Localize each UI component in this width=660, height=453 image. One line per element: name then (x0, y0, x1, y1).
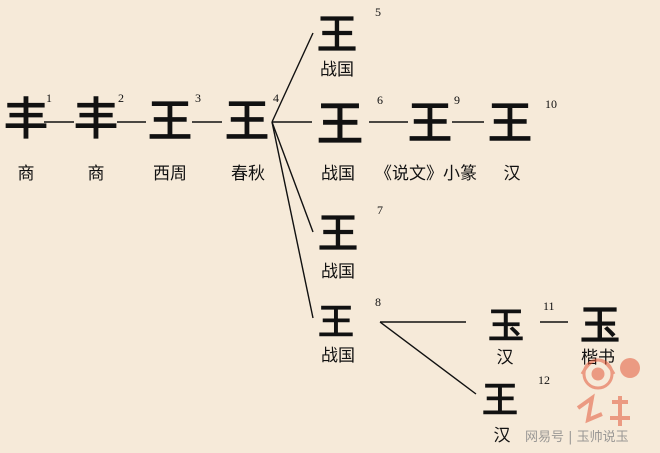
number-7: 7 (377, 203, 383, 217)
label-han-12: 汉 (493, 426, 511, 446)
connector-4-5 (271, 32, 314, 123)
label-chunqiu: 春秋 (231, 164, 265, 184)
connector-8-12 (379, 321, 477, 395)
glyph-10-han: 王 (488, 98, 532, 149)
glyph-5-zhanguo: 王 (317, 11, 357, 58)
label-zhanguo-5: 战国 (320, 60, 354, 80)
number-5: 5 (375, 5, 381, 19)
label-shuowen-xiaozhuan: 《说文》小篆 (375, 164, 477, 184)
number-2: 2 (118, 91, 124, 105)
label-shang-1: 商 (17, 164, 35, 184)
seal-logo-icon (576, 358, 640, 426)
label-zhanguo-6: 战国 (321, 164, 355, 184)
glyph-2-shang: 丰 (74, 94, 118, 145)
number-1: 1 (46, 91, 52, 105)
glyph-3-xizhou: 王 (148, 96, 192, 147)
label-zhanguo-8: 战国 (321, 346, 355, 366)
connector-4-7 (271, 121, 314, 233)
number-6: 6 (377, 93, 383, 107)
glyph-9-shuowen: 王 (408, 98, 452, 149)
label-han-10: 汉 (503, 164, 521, 184)
glyph-12-han: 王 (481, 379, 519, 421)
number-8: 8 (375, 295, 381, 309)
number-12: 12 (538, 373, 550, 387)
glyph-8-zhanguo: 王 (317, 301, 355, 343)
number-4: 4 (273, 91, 279, 105)
label-zhanguo-7: 战国 (321, 262, 355, 282)
glyph-1-shang: 丰 (4, 94, 48, 145)
number-3: 3 (195, 91, 201, 105)
label-shang-2: 商 (87, 164, 105, 184)
glyph-6-zhanguo: 王 (317, 97, 363, 151)
connector-4-8 (271, 121, 314, 319)
number-10: 10 (545, 97, 557, 111)
label-xizhou: 西周 (153, 164, 187, 184)
glyph-11-han: 玉 (487, 305, 525, 347)
label-han-11: 汉 (496, 348, 514, 368)
number-11: 11 (543, 299, 555, 313)
number-9: 9 (454, 93, 460, 107)
glyph-4-chunqiu: 王 (225, 96, 269, 147)
glyph-kaishu: 玉 (580, 302, 620, 349)
glyph-7-zhanguo: 王 (318, 210, 358, 257)
watermark-text: 网易号 | 玉帅说玉 (525, 430, 629, 445)
